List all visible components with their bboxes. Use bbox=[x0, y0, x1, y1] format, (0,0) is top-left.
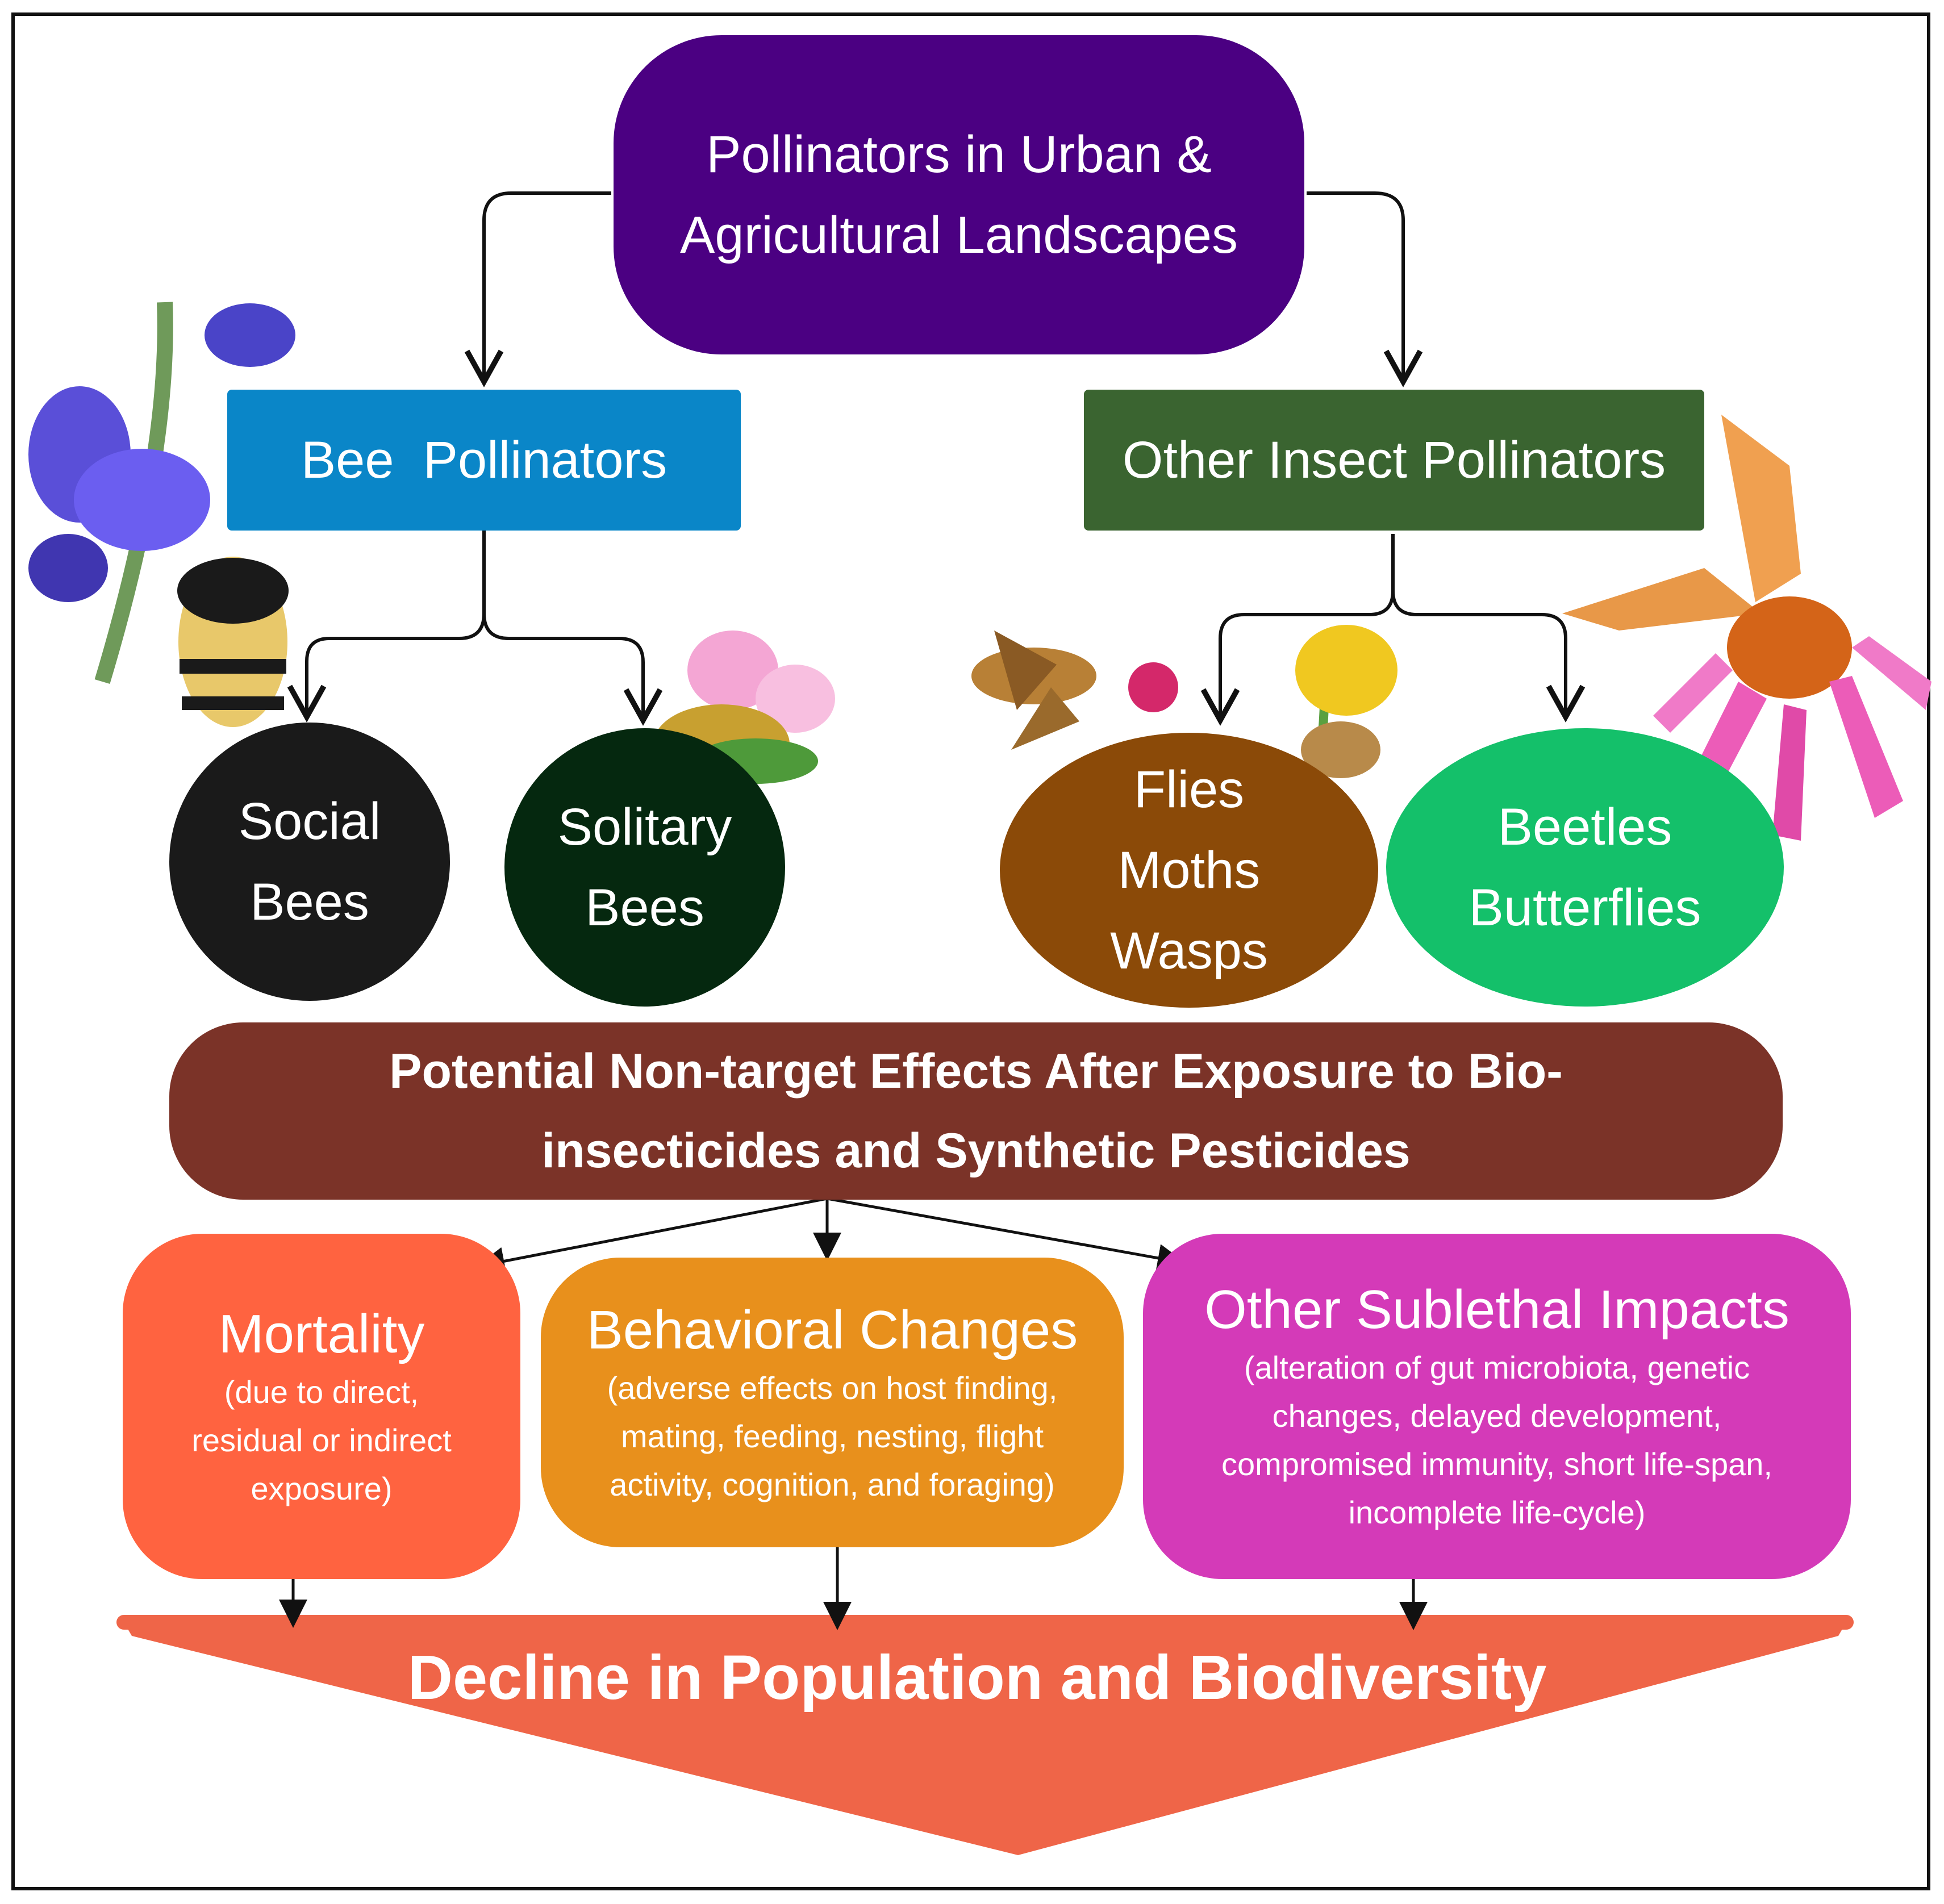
connector-other-to-flies bbox=[1200, 534, 1395, 726]
connector-other-to-beetles bbox=[1391, 590, 1586, 723]
behavioral-desc-3: activity, cognition, and foraging) bbox=[610, 1466, 1055, 1502]
sublethal-desc-4: incomplete life-cycle) bbox=[1348, 1494, 1646, 1530]
connector-root-to-other bbox=[1307, 191, 1423, 387]
sublethal-desc-3: compromised immunity, short life-span, bbox=[1221, 1446, 1772, 1482]
other-pollinators-node: Other Insect Pollinators bbox=[1084, 390, 1704, 531]
root-node: Pollinators in Urban & Agricultural Land… bbox=[614, 35, 1304, 354]
mortality-desc-3: exposure) bbox=[251, 1470, 393, 1506]
sublethal-desc-2: changes, delayed development, bbox=[1272, 1398, 1722, 1434]
moth-photo bbox=[971, 631, 1178, 750]
connector-bee-to-social bbox=[287, 531, 486, 723]
connector-effects-to-mortality bbox=[476, 1197, 828, 1275]
connector-effects-to-sublethal bbox=[827, 1197, 1186, 1272]
behavioral-changes-node: Behavioral Changes (adverse effects on h… bbox=[541, 1258, 1124, 1547]
mortality-desc-2: residual or indirect bbox=[191, 1422, 452, 1458]
social-bees-line-2: Bees bbox=[250, 873, 369, 931]
wasps-line: Wasps bbox=[1110, 922, 1268, 980]
mortality-node: Mortality (due to direct, residual or in… bbox=[123, 1234, 520, 1579]
other-pollinators-label: Other Insect Pollinators bbox=[1122, 431, 1666, 489]
decline-arrow-shape bbox=[124, 1622, 1846, 1855]
sublethal-desc-1: (alteration of gut microbiota, genetic bbox=[1244, 1350, 1750, 1385]
mortality-title: Mortality bbox=[218, 1303, 425, 1364]
connector-root-to-bee bbox=[464, 191, 611, 387]
behavioral-title: Behavioral Changes bbox=[586, 1299, 1078, 1360]
social-bees-node: Social Bees bbox=[169, 723, 450, 1001]
flower-bumblebee-photo bbox=[28, 302, 295, 727]
bee-pollinators-label: Bee Pollinators bbox=[301, 431, 668, 489]
beetles-line: Beetles bbox=[1497, 798, 1672, 856]
butterflies-line: Butterflies bbox=[1469, 879, 1701, 937]
effects-line-1: Potential Non-target Effects After Expos… bbox=[389, 1044, 1563, 1099]
beetles-butterflies-node: Beetles Butterflies bbox=[1386, 728, 1784, 1007]
effects-line-2: insecticides and Synthetic Pesticides bbox=[541, 1124, 1411, 1178]
non-target-effects-node: Potential Non-target Effects After Expos… bbox=[169, 1022, 1783, 1200]
flies-moths-wasps-node: Flies Moths Wasps bbox=[1000, 733, 1378, 1008]
solitary-bees-node: Solitary Bees bbox=[504, 728, 785, 1007]
behavioral-desc-2: mating, feeding, nesting, flight bbox=[620, 1418, 1044, 1454]
mortality-desc-1: (due to direct, bbox=[224, 1373, 419, 1410]
sublethal-title: Other Sublethal Impacts bbox=[1204, 1279, 1789, 1340]
bee-pollinators-node: Bee Pollinators bbox=[227, 390, 741, 531]
flies-line: Flies bbox=[1133, 761, 1245, 819]
root-line-2: Agricultural Landscapes bbox=[680, 206, 1238, 264]
solitary-bees-line-1: Solitary bbox=[557, 798, 732, 856]
figure-frame bbox=[11, 12, 1930, 1890]
root-line-1: Pollinators in Urban & bbox=[706, 126, 1212, 183]
behavioral-desc-1: (adverse effects on host finding, bbox=[607, 1369, 1058, 1406]
moths-line: Moths bbox=[1117, 841, 1261, 899]
connector-bee-to-solitary bbox=[482, 613, 663, 726]
decline-label: Decline in Population and Biodiversity bbox=[407, 1643, 1547, 1713]
social-bees-line-1: Social bbox=[238, 792, 381, 850]
sublethal-impacts-node: Other Sublethal Impacts (alteration of g… bbox=[1143, 1234, 1851, 1579]
solitary-bees-line-2: Bees bbox=[585, 879, 704, 937]
